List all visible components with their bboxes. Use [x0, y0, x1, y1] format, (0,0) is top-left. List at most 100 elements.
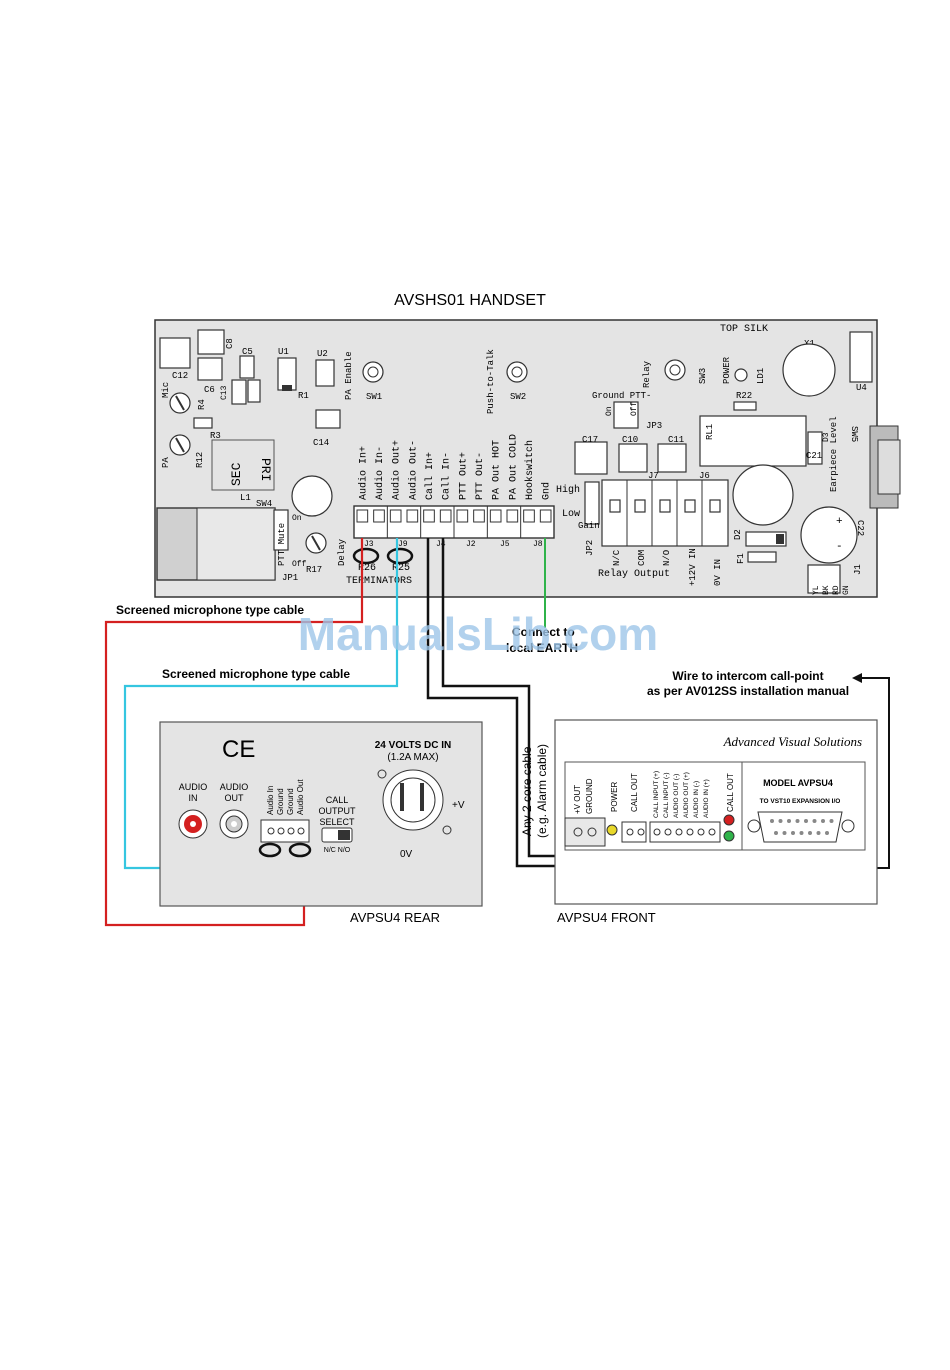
rear-screw-3	[287, 827, 295, 835]
rear-loop-2	[288, 842, 312, 858]
relay-label: Relay	[642, 360, 652, 388]
c13-label: C13	[220, 385, 229, 400]
supply-label-2: (1.2A MAX)	[387, 752, 438, 763]
ground-ptt-label: Ground PTT-	[592, 391, 651, 401]
terminal-label: PTT Out+	[458, 452, 469, 500]
ld1-led	[734, 368, 748, 382]
sw3-button	[669, 364, 681, 376]
terminal-label: Call In+	[424, 452, 436, 500]
c14-cap	[315, 409, 341, 429]
gain-label: Gain	[578, 521, 600, 531]
c13-cap	[231, 379, 247, 405]
sec-label: SEC	[229, 462, 244, 486]
db-pin	[808, 831, 812, 835]
watermark: ManualsLib.com	[298, 608, 658, 660]
x1-crystal	[782, 343, 836, 397]
c8-cap	[197, 329, 225, 355]
low-label: Low	[562, 509, 580, 520]
sw2-button	[511, 366, 523, 378]
db-pin	[821, 819, 825, 823]
rear-loop-1	[258, 842, 282, 858]
r17-slot	[311, 535, 321, 551]
terminal-screw	[439, 509, 452, 523]
terminal-screw	[489, 509, 502, 523]
c22-plus: +	[836, 516, 843, 528]
c17-cap	[574, 441, 608, 475]
cable1-label: Screened microphone type cable	[116, 603, 304, 617]
mic-label: Mic	[161, 382, 171, 398]
db-pin	[787, 819, 791, 823]
pri-label: PRI	[258, 458, 273, 481]
screw-5	[709, 499, 721, 513]
rear-audio-out-1: AUDIO	[220, 782, 249, 792]
front-io-label: AUDIO OUT (+)	[683, 772, 690, 818]
j9-label: J9	[398, 540, 408, 549]
terminal-label: Call In-	[441, 452, 453, 500]
sw5-label: SW5	[849, 426, 859, 442]
call-out-green-led	[723, 830, 735, 842]
j3-label: J3	[364, 540, 374, 549]
db15-connector	[757, 811, 843, 843]
dc-screw-2	[442, 825, 452, 835]
r26-link	[352, 547, 380, 565]
supply-label-1: 24 VOLTS DC IN	[375, 740, 452, 751]
relay-terminal-strip	[601, 479, 729, 547]
model-label: MODEL AVPSU4	[763, 778, 833, 788]
earpiece-wheel-inner	[877, 439, 901, 495]
c11-cap	[657, 443, 687, 473]
r26-label: R26	[358, 563, 376, 574]
c21-label: C21	[806, 451, 822, 461]
db-pin	[825, 831, 829, 835]
db-screw-left	[747, 819, 761, 833]
u4-connector	[849, 331, 873, 383]
c22-minus: -	[836, 541, 843, 553]
c22-cap	[800, 506, 858, 564]
core-label-1: Any 2 core cable	[520, 746, 534, 836]
jp1-on-label: On	[292, 514, 302, 523]
terminators-label: TERMINATORS	[346, 576, 412, 587]
u2-chip	[315, 359, 335, 387]
front-caption: AVPSU4 FRONT	[557, 910, 656, 925]
jp3-off-label: Off	[630, 401, 639, 416]
front-io-label: AUDIO IN (+)	[703, 779, 710, 818]
u1-pin	[282, 385, 292, 391]
call-out-terminal	[621, 821, 647, 843]
db-pin	[795, 819, 800, 823]
call-out-label: CALL OUT	[630, 773, 639, 812]
intercom-label-2: as per AV012SS installation manual	[647, 684, 849, 698]
relay-output-block	[601, 479, 729, 547]
r4-label: R4	[197, 399, 207, 410]
terminal-screw	[406, 509, 419, 523]
delay-label: Delay	[337, 538, 347, 566]
call-out2-label: CALL OUT	[726, 773, 735, 812]
sw4-label: SW4	[256, 499, 272, 509]
l1-label: L1	[240, 493, 251, 503]
c5-label: C5	[242, 347, 253, 357]
d2-band	[776, 534, 784, 544]
call-out-red-led	[723, 814, 735, 826]
call-out-screw-2	[637, 828, 645, 836]
rear-audio-out-2: OUT	[225, 793, 245, 803]
dc-in-pin-1	[400, 783, 404, 811]
sw1-button	[367, 366, 379, 378]
terminal-label: Gnd	[541, 482, 553, 500]
power-label: POWER	[722, 356, 732, 384]
j7-label: J7	[648, 471, 659, 481]
rear-screw-2	[277, 827, 285, 835]
screw-4	[684, 499, 696, 513]
rear-terminal-label: Audio Out	[296, 779, 305, 815]
rear-screw-1	[267, 827, 275, 835]
rear-terminal-block	[260, 819, 310, 843]
call-output-3: SELECT	[319, 817, 355, 827]
c7-cap	[247, 379, 261, 403]
large-cap	[732, 464, 794, 526]
handset-terminal-block	[353, 505, 555, 539]
jp3-label: JP3	[646, 421, 662, 431]
c11-label: C11	[668, 435, 684, 445]
c10-cap	[618, 443, 648, 473]
c12-label: C12	[172, 371, 188, 381]
rj-socket-inner	[196, 507, 276, 581]
front-inner-frame	[564, 761, 866, 851]
